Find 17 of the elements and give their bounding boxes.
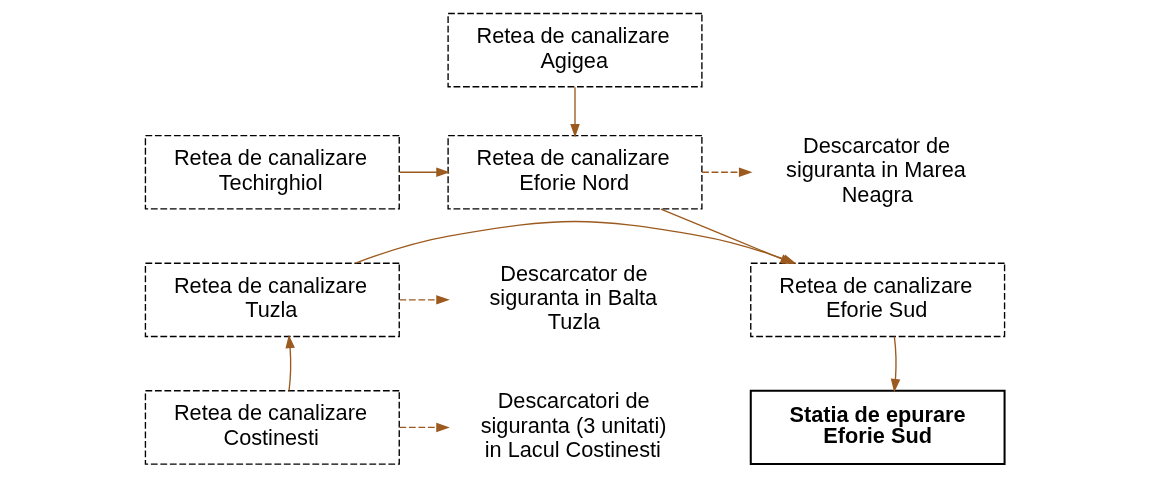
arrow — [398, 167, 450, 178]
node-box: Retea de canalizare Costinesti — [144, 390, 400, 465]
arrow — [398, 295, 450, 305]
node-box: Statia de epurare Eforie Sud — [749, 389, 1006, 466]
arrow — [700, 167, 752, 178]
node-text: Descarcatori de siguranta (3 unitati) in Lacul Costinesti — [480, 388, 666, 463]
arrow — [398, 422, 450, 433]
node-box: Retea de canalizare Agigea — [446, 12, 703, 88]
arrow — [284, 334, 295, 392]
node-box: Retea de canalizare Eforie Nord — [446, 134, 703, 210]
node-box: Retea de canalizare Eforie Sud — [749, 262, 1005, 338]
arrow — [890, 336, 900, 393]
node-box: Retea de canalizare Techirghiol — [144, 134, 400, 210]
node-box: Retea de canalizare Tuzla — [144, 262, 400, 338]
node-text: Descarcator de siguranta in Marea Neagra — [785, 133, 966, 207]
arrow — [569, 86, 580, 138]
node-text: Descarcator de siguranta in Balta Tuzla — [488, 260, 657, 335]
